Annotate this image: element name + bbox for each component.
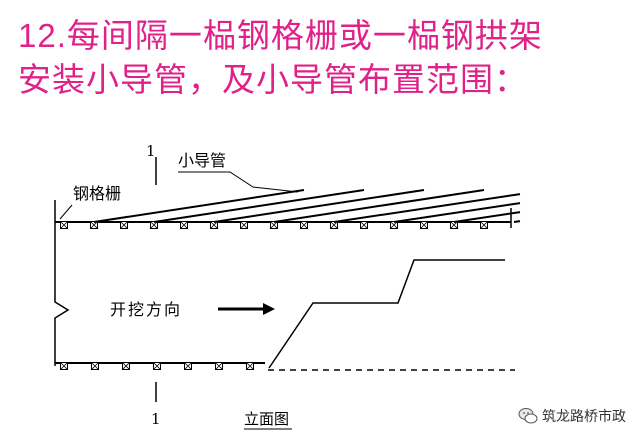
- small-pipe: [513, 220, 521, 223]
- title-line-1-text: 每间隔一榀钢格栅或一榀钢拱架: [66, 16, 543, 55]
- grid-frame-marker-cross: [210, 221, 218, 229]
- title-line-1: 12.每间隔一榀钢格栅或一榀钢拱架: [18, 14, 628, 58]
- grid-frame-marker-bottom-cross: [122, 362, 130, 370]
- small-pipe: [393, 202, 521, 223]
- grid-frame-marker-cross: [180, 221, 188, 229]
- top-grid-markers: [60, 221, 488, 229]
- grid-frame-marker-cross: [60, 221, 68, 229]
- grid-frame-marker-cross: [240, 221, 248, 229]
- grid-frame-marker-cross: [360, 221, 368, 229]
- excavation-face-profile: [268, 259, 505, 369]
- wechat-icon: [518, 408, 538, 424]
- grid-frame-marker-bottom-cross: [91, 362, 99, 370]
- left-break-line: [54, 200, 70, 366]
- grid-frame-marker-cross: [480, 221, 488, 229]
- small-pipe: [153, 189, 365, 223]
- section-mark-top: 1: [146, 142, 156, 160]
- section-mark-bottom: 1: [151, 410, 161, 428]
- slide-title: 12.每间隔一榀钢格栅或一榀钢拱架 安装小导管，及小导管布置范围：: [18, 14, 628, 102]
- watermark-text: 筑龙路桥市政: [542, 409, 626, 425]
- diagram-caption: 立面图: [244, 410, 289, 428]
- grid-label-leader: [59, 204, 73, 220]
- watermark: 筑龙路桥市政: [518, 406, 626, 426]
- direction-arrow-head: [263, 303, 275, 315]
- pipe-label-leader: [178, 171, 299, 193]
- grid-frame-marker-cross: [270, 221, 278, 229]
- grid-frame-marker-bottom-cross: [60, 362, 68, 370]
- grid-frame-marker-cross: [90, 221, 98, 229]
- grid-frame-marker-cross: [330, 221, 338, 229]
- pipe-label: 小导管: [178, 151, 226, 170]
- small-pipes: [93, 189, 521, 223]
- grid-frame-marker-cross: [420, 221, 428, 229]
- grid-frame-marker-bottom-cross: [246, 362, 254, 370]
- title-line-2: 安装小导管，及小导管布置范围：: [18, 60, 528, 99]
- grid-frame-marker-cross: [150, 221, 158, 229]
- small-pipe: [93, 189, 305, 223]
- direction-label: 开挖方向: [110, 300, 182, 319]
- grid-frame-marker-bottom-cross: [215, 362, 223, 370]
- bottom-grid-markers: [60, 362, 254, 370]
- grid-frame-marker-cross: [300, 221, 308, 229]
- grid-frame-marker-cross: [450, 221, 458, 229]
- small-pipe: [213, 189, 425, 223]
- grid-frame-marker-bottom-cross: [153, 362, 161, 370]
- small-pipe: [453, 211, 521, 223]
- grid-label: 钢格栅: [73, 184, 121, 203]
- small-pipe: [273, 189, 485, 223]
- grid-frame-marker-bottom-cross: [184, 362, 192, 370]
- grid-frame-marker-cross: [120, 221, 128, 229]
- small-pipe: [333, 193, 521, 223]
- title-number: 12.: [18, 17, 67, 54]
- grid-frame-marker-cross: [390, 221, 398, 229]
